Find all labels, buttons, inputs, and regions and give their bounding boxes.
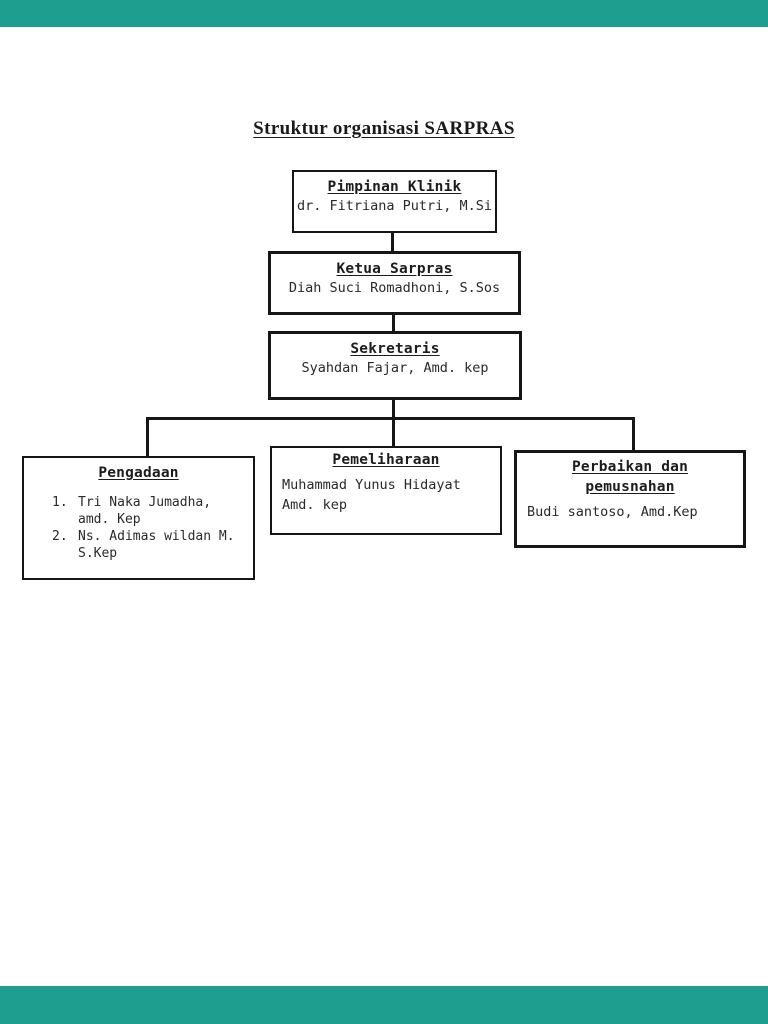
org-node-pimpinan-klinik: Pimpinan Klinik dr. Fitriana Putri, M.Si bbox=[292, 170, 497, 233]
teal-band-top bbox=[0, 0, 768, 27]
list-item-text: Tri Naka Jumadha, amd. Kep bbox=[78, 495, 212, 528]
node-heading: Ketua Sarpras bbox=[336, 261, 453, 277]
node-member: Muhammad Yunus Hidayat Amd. kep bbox=[282, 477, 461, 513]
connector-ketua-sekretaris bbox=[392, 314, 395, 332]
page-title: Struktur organisasi SARPRAS bbox=[253, 118, 515, 139]
list-item: 1. Tri Naka Jumadha, amd. Kep bbox=[52, 494, 253, 528]
node-heading: Pimpinan Klinik bbox=[327, 179, 462, 195]
list-item-number: 1. bbox=[52, 495, 68, 510]
node-member: Budi santoso, Amd.Kep bbox=[527, 504, 698, 521]
connector-sekretaris-stem bbox=[392, 399, 395, 418]
list-item-number: 2. bbox=[52, 529, 68, 545]
org-node-pengadaan: Pengadaan 1. Tri Naka Jumadha, amd. Kep … bbox=[22, 456, 255, 580]
node-heading: Pemeliharaan bbox=[332, 452, 440, 468]
org-node-ketua-sarpras: Ketua Sarpras Diah Suci Romadhoni, S.Sos bbox=[268, 251, 521, 315]
node-heading: Sekretaris bbox=[350, 341, 440, 357]
list-item: 2. Ns. Adimas wildan M. S.Kep bbox=[52, 528, 253, 562]
member-list: 1. Tri Naka Jumadha, amd. Kep 2. Ns. Adi… bbox=[24, 494, 253, 563]
teal-band-bottom bbox=[0, 986, 768, 1024]
connector-horizontal-bar bbox=[146, 417, 635, 420]
node-member: Syahdan Fajar, Amd. kep bbox=[301, 360, 489, 376]
connector-pimpinan-ketua bbox=[391, 232, 394, 252]
node-heading: Perbaikan dan pemusnahan bbox=[571, 459, 689, 495]
connector-drop-perbaikan bbox=[632, 417, 635, 451]
list-item-text: Ns. Adimas wildan M. S.Kep bbox=[78, 529, 235, 562]
org-node-perbaikan-pemusnahan: Perbaikan dan pemusnahan Budi santoso, A… bbox=[514, 450, 746, 548]
connector-drop-pengadaan bbox=[146, 417, 149, 456]
node-member: Diah Suci Romadhoni, S.Sos bbox=[288, 280, 501, 296]
node-member: dr. Fitriana Putri, M.Si bbox=[296, 198, 493, 214]
connector-drop-pemeliharaan bbox=[392, 417, 395, 447]
org-node-sekretaris: Sekretaris Syahdan Fajar, Amd. kep bbox=[268, 331, 522, 400]
org-node-pemeliharaan: Pemeliharaan Muhammad Yunus Hidayat Amd.… bbox=[270, 446, 502, 535]
node-heading: Pengadaan bbox=[98, 465, 179, 481]
